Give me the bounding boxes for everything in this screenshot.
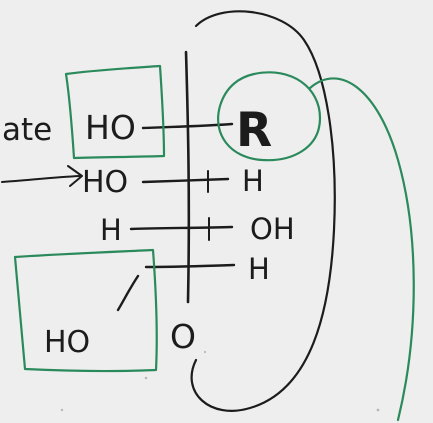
label-row2-ho: HO [82, 165, 128, 200]
label-fragment-ate: ate [2, 112, 52, 148]
bond-row-3 [129, 225, 234, 231]
green-box-top [64, 64, 166, 160]
bond-row-2 [141, 177, 230, 184]
slanted-stroke [116, 274, 140, 312]
label-top-left-ho: HO [85, 108, 136, 147]
label-box-bottom-ho: HO [44, 325, 90, 360]
label-row3-oh: OH [250, 212, 295, 246]
bond-row-4 [144, 263, 236, 269]
label-row3-h: H [100, 213, 122, 247]
label-bottom-o: O [170, 317, 196, 356]
green-box-bottom [13, 248, 158, 373]
label-r-group: R [236, 103, 272, 158]
black-enclosing-loop [190, 10, 336, 412]
vertical-backbone [184, 50, 191, 304]
green-circle-r [217, 71, 322, 162]
green-tail-curve [308, 77, 415, 422]
incoming-arrow-line [1, 175, 81, 183]
incoming-arrow-head [67, 165, 83, 187]
paper-specks [60, 350, 380, 412]
label-row2-h: H [242, 164, 264, 198]
label-row4-h: H [248, 252, 270, 286]
bond-row-1 [141, 122, 234, 130]
